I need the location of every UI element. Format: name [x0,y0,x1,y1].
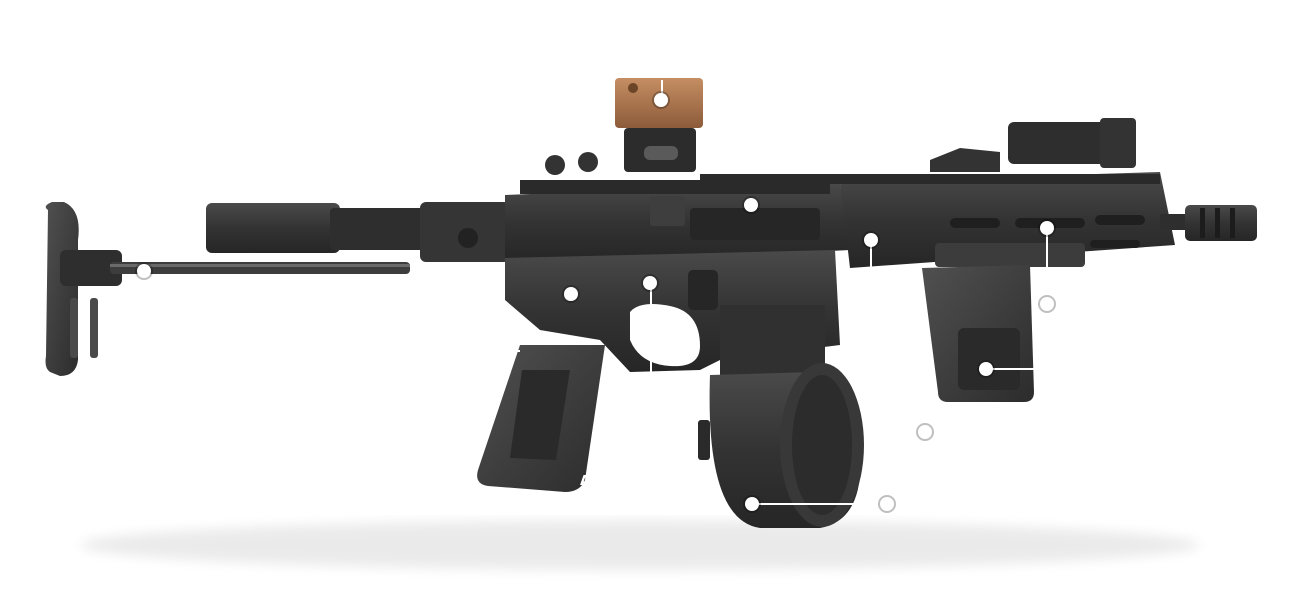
hotspot-vertical-grip[interactable] [979,362,993,376]
callout-arm-brace: ABR [82,419,113,434]
hotspot-magazine[interactable] [745,497,759,511]
leader-line-short-stroke [1046,228,1048,304]
hotspot-brace[interactable] [137,264,151,278]
arm-brace [45,202,410,376]
leader-line-brace [143,272,145,347]
buffer-tube [206,202,510,262]
callout-ambidextrous: AMBI OUS OP [580,474,680,505]
hotspot-heat-sink[interactable] [918,425,932,439]
hotspot-gas-block[interactable] [864,233,878,247]
vertical-grip [922,265,1034,402]
callout-heat-sink-nut-shroud: HEAT SINK BA NUT SHROUD [946,425,1052,456]
leader-line-heat-sink [870,240,872,335]
upper-receiver [505,152,850,262]
hotspot-piston[interactable] [1040,221,1054,235]
hotspot-ejection-port[interactable] [744,198,758,212]
muzzle-device [1160,205,1257,241]
leader-line-grip [987,368,1053,370]
callout-short-stroke-piston: SHORT STROKE PISTON SYSTEM [1068,296,1190,327]
hotspot-safety[interactable] [564,287,578,301]
hotspot-mag-release[interactable] [643,276,657,290]
drum-magazine [698,305,864,528]
hotspot-magazine-end[interactable] [880,497,894,511]
leader-line-mag [752,503,887,505]
handguard [700,118,1175,268]
hotspot-optic[interactable] [654,93,668,107]
hotspot-short-stroke[interactable] [1040,297,1054,311]
leader-line-optic [661,80,663,100]
leader-line-ambi [650,283,652,453]
leader-line-safety [390,350,520,352]
drop-shadow [80,520,1200,570]
pistol-grip [477,345,605,492]
